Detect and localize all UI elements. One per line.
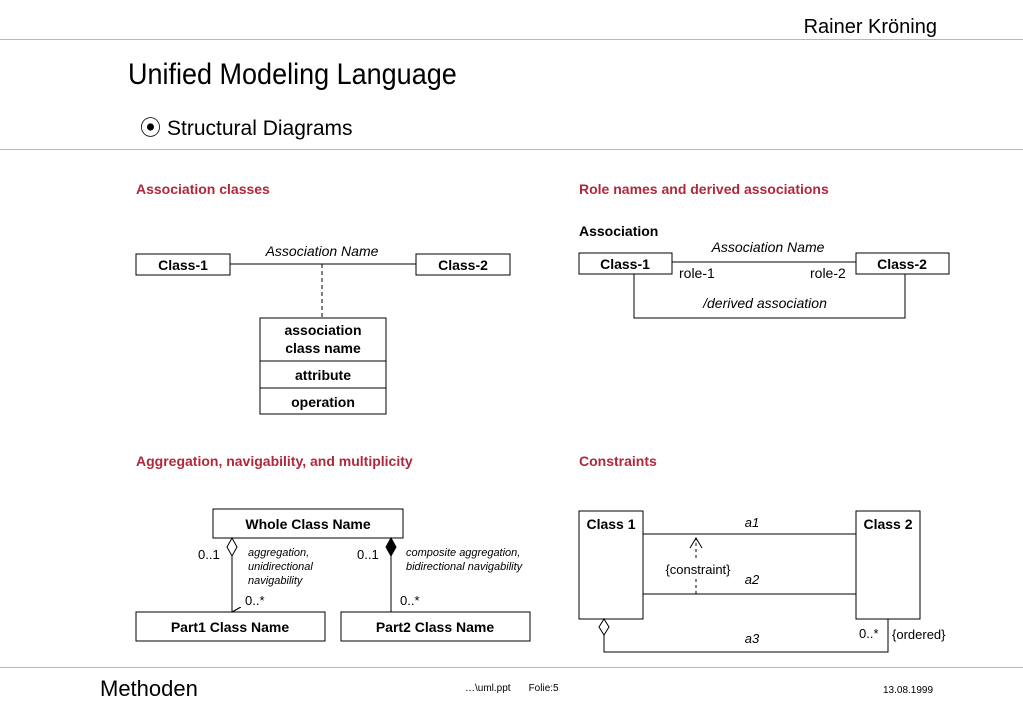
association-section-label: Association <box>579 223 658 239</box>
multiplicity-left-top: 0..1 <box>198 547 220 562</box>
ordered-constraint-label: {ordered} <box>892 627 946 642</box>
role-names-panel: Role names and derived associations Asso… <box>578 181 950 319</box>
header-divider <box>0 39 1023 40</box>
derived-association-label: /derived association <box>702 295 827 311</box>
footer-file-info: …\uml.ppt Folie:5 <box>465 683 577 694</box>
role-class-2-box <box>855 252 950 275</box>
part1-class-label: Part1 Class Name <box>171 619 290 635</box>
aggregation-note-line2: unidirectional <box>248 561 313 573</box>
role-1-label: role-1 <box>679 265 715 281</box>
whole-class-box <box>212 508 404 539</box>
association-class-name-line1: association <box>284 322 361 338</box>
constraint-label: {constraint} <box>665 562 731 577</box>
aggregation-panel: Aggregation, navigability, and multiplic… <box>135 453 531 642</box>
constraint-class-1-box <box>578 510 644 620</box>
aggregation-heading: Aggregation, navigability, and multiplic… <box>136 453 413 469</box>
role-class-1-label: Class-1 <box>600 256 650 272</box>
association-name-label: Association Name <box>265 243 379 259</box>
association-a3-line <box>603 619 889 653</box>
footer-file: …\uml.ppt <box>465 683 511 694</box>
composite-note-line1: composite aggregation, <box>406 547 520 559</box>
part1-class-box <box>135 611 326 642</box>
association-classes-panel: Association classes Class-1 Class-2 Asso… <box>135 181 511 415</box>
title-divider <box>0 149 1023 150</box>
constraint-arrow-icon <box>689 537 703 549</box>
subtitle-text: Structural Diagrams <box>167 117 353 140</box>
association-a2-label: a2 <box>745 572 760 587</box>
role-2-label: role-2 <box>810 265 846 281</box>
class-1-label: Class-1 <box>158 257 208 273</box>
bullet-icon: ⦿ <box>140 117 161 140</box>
constraint-multiplicity-label: 0..* <box>859 626 879 641</box>
author-name: Rainer Kröning <box>803 16 937 38</box>
part2-class-box <box>340 611 531 642</box>
aggregation-note-line3: navigability <box>248 575 304 587</box>
association-a3-label: a3 <box>745 631 760 646</box>
aggregation-note-line1: aggregation, <box>248 547 309 559</box>
association-class-name-line2: class name <box>285 340 361 356</box>
class-2-label: Class-2 <box>438 257 488 273</box>
footer-section: Methoden <box>100 676 198 701</box>
attribute-label: attribute <box>295 367 351 383</box>
constraint-label-bg <box>660 561 736 578</box>
slide-title: Unified Modeling Language <box>128 58 457 91</box>
association-classes-heading: Association classes <box>136 181 270 197</box>
role-class-1-box <box>578 252 673 275</box>
constraint-class-2-box <box>855 510 921 620</box>
role-class-2-label: Class-2 <box>877 256 927 272</box>
whole-class-label: Whole Class Name <box>245 516 370 532</box>
footer-divider <box>0 667 1023 668</box>
multiplicity-right-top: 0..1 <box>357 547 379 562</box>
multiplicity-right-bottom: 0..* <box>400 593 420 608</box>
composite-note-line2: bidirectional navigability <box>406 561 524 573</box>
role-names-heading: Role names and derived associations <box>579 181 829 197</box>
derived-association-line <box>633 274 906 319</box>
footer-date: 13.08.1999 <box>883 685 934 696</box>
association-class-box <box>259 317 387 415</box>
part2-class-label: Part2 Class Name <box>376 619 495 635</box>
constraint-aggregation-diamond-icon <box>598 618 610 636</box>
composite-diamond-icon <box>385 536 397 558</box>
association-a1-label: a1 <box>745 515 759 530</box>
constraint-class-2-label: Class 2 <box>863 516 912 532</box>
operation-label: operation <box>291 394 355 410</box>
slide-subtitle: ⦿ Structural Diagrams <box>140 112 353 142</box>
aggregation-diamond-icon <box>226 536 238 558</box>
constraint-class-1-label: Class 1 <box>586 516 635 532</box>
footer-slide: Folie:5 <box>528 683 559 694</box>
multiplicity-left-bottom: 0..* <box>245 593 265 608</box>
role-association-name-label: Association Name <box>711 239 825 255</box>
constraints-panel: Constraints Class 1 Class 2 a1 a2 {const… <box>578 453 946 653</box>
constraints-heading: Constraints <box>579 453 657 469</box>
